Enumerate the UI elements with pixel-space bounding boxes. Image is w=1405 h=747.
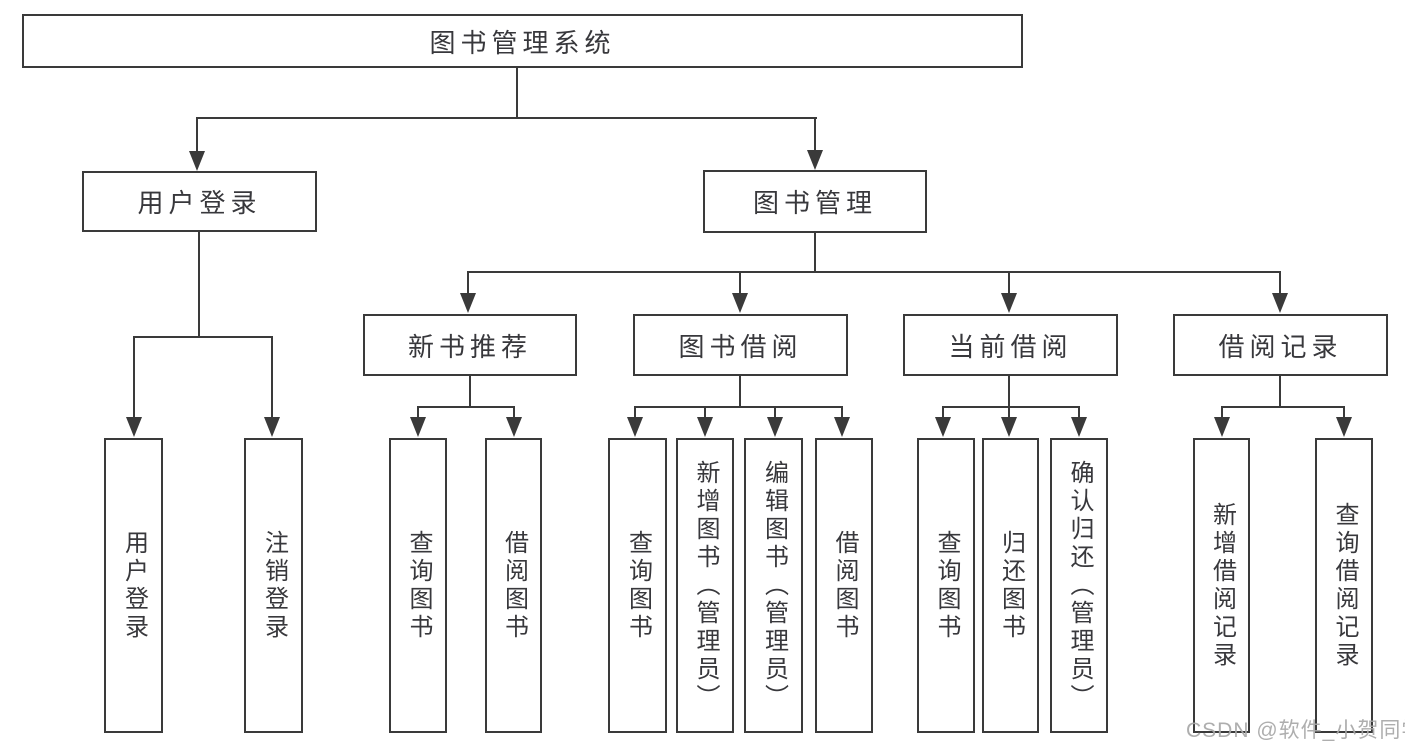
- connector-newbook-bar: [417, 406, 515, 408]
- connector-arrow-line: [1343, 406, 1345, 419]
- connector-borrowrecord-bar: [1221, 406, 1345, 408]
- connector-arrow-line: [1008, 271, 1010, 295]
- connector-arrow-line: [774, 406, 776, 419]
- leaf-add-book-admin: 新增图书（管理员）: [676, 438, 734, 733]
- arrow-down-icon: [834, 417, 850, 437]
- node-user-login: 用户登录: [82, 171, 317, 232]
- connector-arrow-line: [196, 117, 198, 153]
- leaf-query-book-current: 查询图书: [917, 438, 975, 733]
- connector-arrow-line: [1279, 271, 1281, 295]
- leaf-borrow-book-recommend: 借阅图书: [485, 438, 542, 733]
- connector-userlogin-stub: [198, 232, 200, 337]
- connector-arrow-line: [417, 406, 419, 419]
- connector-arrow-line: [133, 336, 135, 419]
- connector-arrow-line: [739, 271, 741, 295]
- leaf-add-borrow-record: 新增借阅记录: [1193, 438, 1250, 733]
- arrow-down-icon: [410, 417, 426, 437]
- connector-userlogin-bar: [133, 336, 273, 338]
- arrow-down-icon: [264, 417, 280, 437]
- arrow-down-icon: [1001, 293, 1017, 313]
- node-new-book-recommend: 新书推荐: [363, 314, 577, 376]
- arrow-down-icon: [1214, 417, 1230, 437]
- connector-bookmgmt-stub: [814, 233, 816, 273]
- connector-arrow-line: [1008, 406, 1010, 419]
- arrow-down-icon: [1336, 417, 1352, 437]
- connector-arrow-line: [841, 406, 843, 419]
- connector-bookborrow-stub: [739, 376, 741, 407]
- connector-arrow-line: [942, 406, 944, 419]
- arrow-down-icon: [935, 417, 951, 437]
- arrow-down-icon: [732, 293, 748, 313]
- connector-arrow-line: [704, 406, 706, 419]
- arrow-down-icon: [1071, 417, 1087, 437]
- connector-arrow-line: [513, 406, 515, 419]
- connector-arrow-line: [814, 117, 816, 152]
- arrow-down-icon: [460, 293, 476, 313]
- leaf-return-book: 归还图书: [982, 438, 1039, 733]
- arrow-down-icon: [627, 417, 643, 437]
- leaf-query-book-recommend: 查询图书: [389, 438, 447, 733]
- node-borrow-record: 借阅记录: [1173, 314, 1388, 376]
- arrow-down-icon: [767, 417, 783, 437]
- arrow-down-icon: [189, 151, 205, 171]
- leaf-query-borrow-record: 查询借阅记录: [1315, 438, 1373, 733]
- csdn-watermark: CSDN @软件_小贺同学: [1186, 719, 1405, 742]
- leaf-query-book-borrow: 查询图书: [608, 438, 667, 733]
- connector-borrowrecord-stub: [1279, 376, 1281, 407]
- leaf-confirm-return-admin: 确认归还（管理员）: [1050, 438, 1108, 733]
- arrow-down-icon: [506, 417, 522, 437]
- connector-arrow-line: [467, 271, 469, 295]
- arrow-down-icon: [807, 150, 823, 170]
- connector-arrow-line: [271, 336, 273, 419]
- connector-arrow-line: [634, 406, 636, 419]
- arrow-down-icon: [1272, 293, 1288, 313]
- connector-arrow-line: [1078, 406, 1080, 419]
- connector-currentborrow-stub: [1008, 376, 1010, 407]
- leaf-edit-book-admin: 编辑图书（管理员）: [744, 438, 803, 733]
- connector-root-stub: [516, 68, 518, 118]
- connector-newbook-stub: [469, 376, 471, 407]
- node-book-management: 图书管理: [703, 170, 927, 233]
- connector-currentborrow-bar: [942, 406, 1080, 408]
- leaf-borrow-book: 借阅图书: [815, 438, 873, 733]
- connector-bookmgmt-bar: [467, 271, 1281, 273]
- arrow-down-icon: [697, 417, 713, 437]
- node-library-system: 图书管理系统: [22, 14, 1023, 68]
- leaf-logout: 注销登录: [244, 438, 303, 733]
- leaf-user-login: 用户登录: [104, 438, 163, 733]
- arrow-down-icon: [1001, 417, 1017, 437]
- connector-arrow-line: [1221, 406, 1223, 419]
- node-book-borrow: 图书借阅: [633, 314, 848, 376]
- connector-bookborrow-bar: [634, 406, 843, 408]
- node-current-borrow: 当前借阅: [903, 314, 1118, 376]
- connector-root-bar: [196, 117, 817, 119]
- arrow-down-icon: [126, 417, 142, 437]
